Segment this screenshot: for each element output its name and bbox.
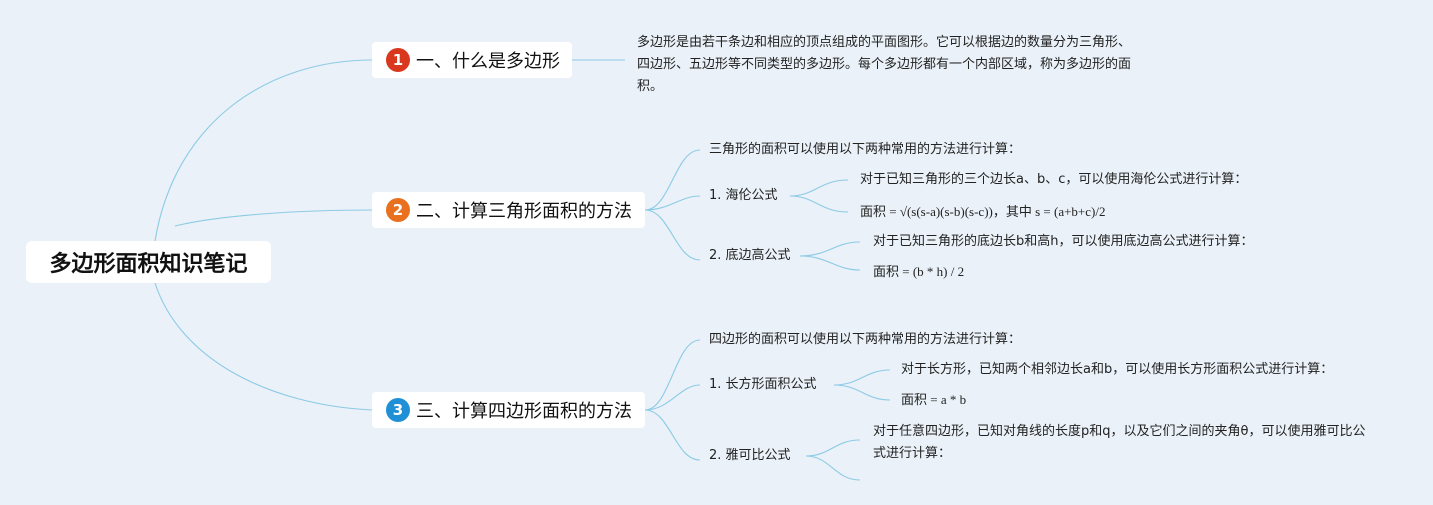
link-basehigh-formula: [799, 255, 861, 271]
link-root-branch-3: [154, 282, 373, 411]
branch-title: 二、计算三角形面积的方法: [416, 201, 632, 222]
polygon-definition-text: 多边形是由若干条边和相应的顶点组成的平面图形。它可以根据边的数量分为三角形、四边…: [637, 35, 1132, 94]
link-jacobi-condition: [805, 439, 861, 457]
link-rect-condition: [833, 369, 891, 386]
number-2-icon: 2: [386, 198, 410, 222]
link-root-branch-2: [174, 209, 373, 227]
link-branch2-method1: [644, 195, 701, 211]
root-title: 多边形面积知识笔记: [49, 252, 248, 277]
jacobi-formula-node[interactable]: 2. 雅可比公式: [709, 448, 791, 463]
heron-formula-text: 面积 = √(s(s-a)(s-b)(s-c))，其中 s = (a+b+c)/…: [860, 204, 1106, 219]
link-heron-condition: [789, 179, 849, 197]
number-3-icon: 3: [386, 398, 410, 422]
link-basehigh-condition: [799, 241, 861, 257]
rectangle-formula-node[interactable]: 1. 长方形面积公式: [709, 377, 817, 392]
heron-condition-text: 对于已知三角形的三个边长a、b、c，可以使用海伦公式进行计算：: [860, 172, 1248, 187]
link-branch3-method1: [644, 384, 701, 411]
link-branch3-method2: [644, 409, 701, 461]
link-branch3-intro: [644, 339, 701, 411]
branch-quadrilateral-area[interactable]: 3 三、计算四边形面积的方法: [372, 392, 645, 428]
branch-triangle-area[interactable]: 2 二、计算三角形面积的方法: [372, 192, 645, 228]
rectangle-condition-text: 对于长方形，已知两个相邻边长a和b，可以使用长方形面积公式进行计算：: [901, 362, 1334, 377]
link-rect-formula: [833, 384, 891, 401]
branch-what-is-polygon[interactable]: 1 一、什么是多边形: [372, 42, 572, 78]
branch-title: 三、计算四边形面积的方法: [416, 401, 632, 422]
root-node[interactable]: 多边形面积知识笔记: [26, 241, 271, 283]
triangle-intro-text: 三角形的面积可以使用以下两种常用的方法进行计算：: [709, 142, 1022, 157]
link-jacobi-formula: [805, 455, 861, 481]
link-branch2-intro: [644, 149, 701, 211]
base-height-formula-text: 面积 = (b * h) / 2: [873, 264, 965, 279]
link-root-branch-1: [154, 59, 373, 242]
heron-formula-node[interactable]: 1. 海伦公式: [709, 188, 778, 203]
link-branch2-method2: [644, 209, 701, 261]
base-height-formula-node[interactable]: 2. 底边高公式: [709, 248, 791, 263]
quadrilateral-intro-text: 四边形的面积可以使用以下两种常用的方法进行计算：: [709, 332, 1022, 347]
branch-title: 一、什么是多边形: [416, 51, 560, 72]
base-height-condition-text: 对于已知三角形的底边长b和高h，可以使用底边高公式进行计算：: [873, 234, 1254, 249]
rectangle-formula-text: 面积 = a * b: [901, 392, 967, 407]
link-heron-formula: [789, 195, 849, 213]
number-1-icon: 1: [386, 48, 410, 72]
jacobi-condition-text: 对于任意四边形，已知对角线的长度p和q，以及它们之间的夹角θ，可以使用雅可比公式…: [873, 424, 1366, 461]
